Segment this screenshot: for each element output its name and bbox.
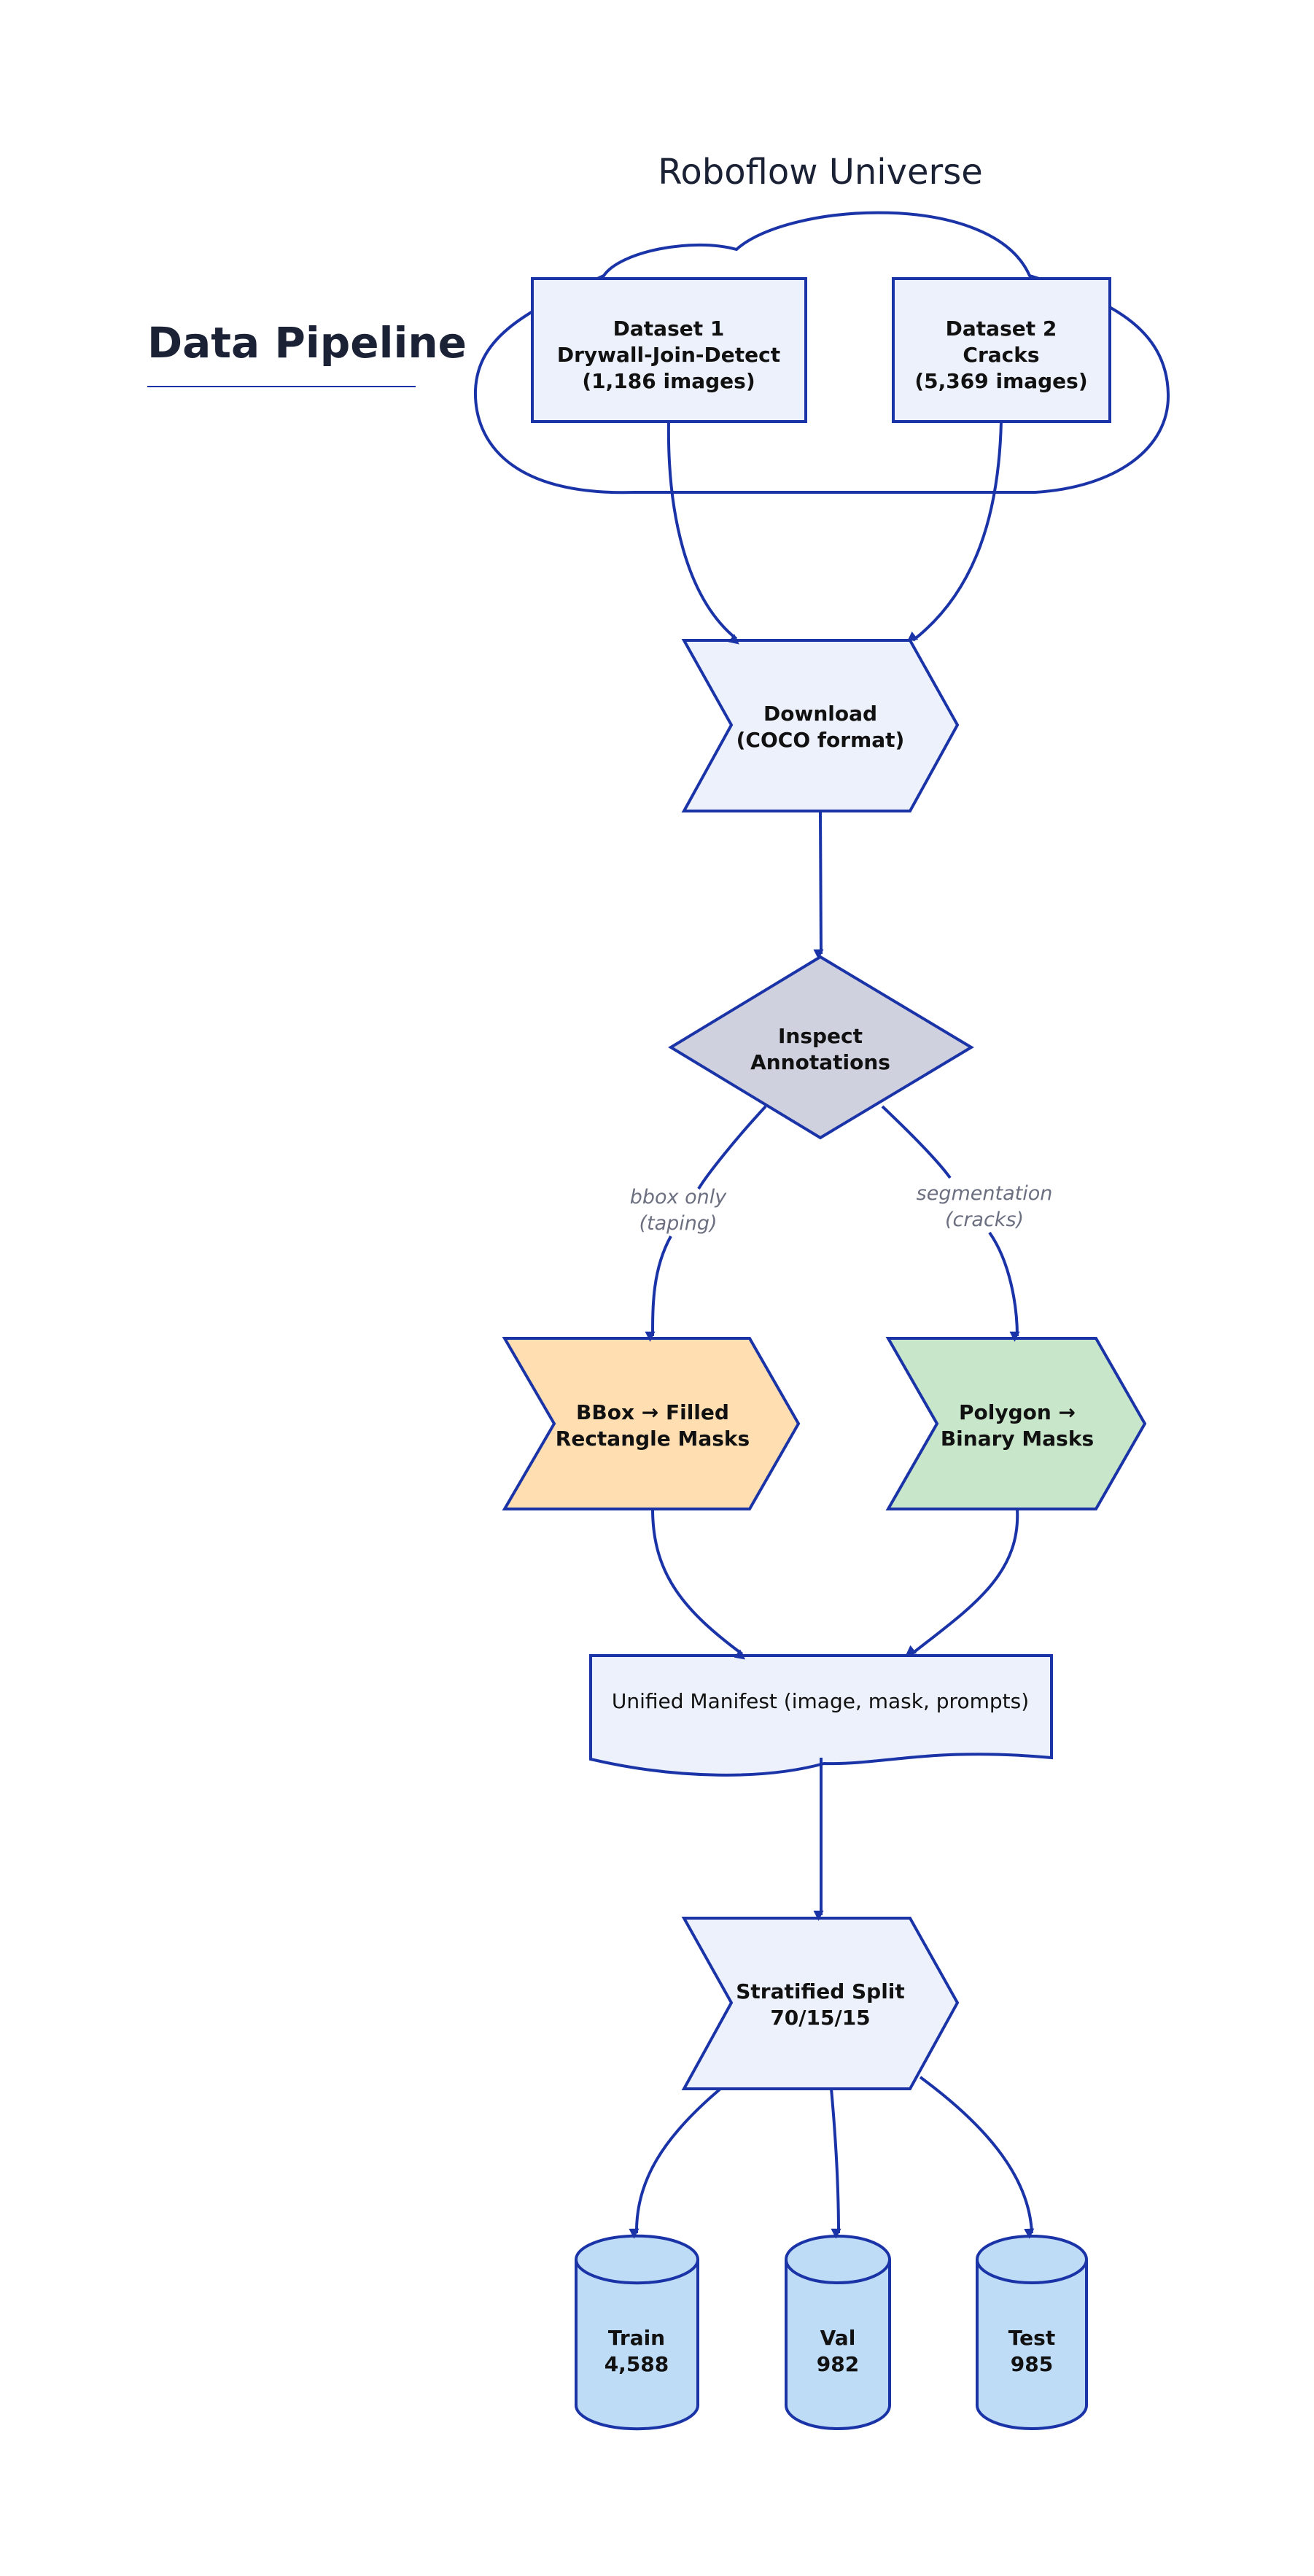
- download-line2: (COCO format): [736, 728, 905, 752]
- bbox-line2: Rectangle Masks: [556, 1427, 750, 1451]
- split-line1: Stratified Split: [736, 1979, 905, 2003]
- edge-dataset1-download: [666, 421, 739, 645]
- val-node: Val 982: [785, 2235, 891, 2430]
- cloud-group: Roboflow Universe: [473, 152, 1170, 494]
- train-node: Train 4,588: [575, 2234, 699, 2431]
- test-label: Test: [1008, 2326, 1055, 2350]
- manifest-label: Unified Manifest (image, mask, prompts): [612, 1689, 1029, 1713]
- val-count: 982: [817, 2352, 859, 2376]
- dataset2-name: Cracks: [963, 343, 1039, 367]
- edge-label-bbox-line2: (taping): [639, 1212, 717, 1235]
- cloud-shape: [473, 211, 1170, 494]
- inspect-line1: Inspect: [778, 1024, 863, 1048]
- edge-label-seg-line2: (cracks): [945, 1209, 1024, 1231]
- test-count: 985: [1011, 2352, 1053, 2376]
- edge-download-inspect: [813, 810, 824, 960]
- edge-split-train: [629, 2087, 722, 2239]
- val-label: Val: [820, 2326, 856, 2350]
- edge-split-test: [919, 2076, 1035, 2239]
- polygon-line1: Polygon →: [959, 1400, 1076, 1424]
- edge-inspect-polygon: [881, 1105, 1017, 1336]
- cloud-label: Roboflow Universe: [658, 152, 983, 193]
- train-count: 4,588: [604, 2352, 669, 2376]
- edge-polygon-manifest: [905, 1508, 1019, 1656]
- edge-dataset2-download: [906, 421, 1003, 642]
- inspect-line2: Annotations: [750, 1050, 890, 1074]
- test-node: Test 985: [976, 2235, 1088, 2430]
- train-label: Train: [608, 2326, 665, 2350]
- edge-label-seg-line1: segmentation: [917, 1182, 1053, 1205]
- split-node: Stratified Split 70/15/15: [681, 1917, 960, 2090]
- polygon-node: Polygon → Binary Masks: [885, 1337, 1147, 1510]
- edge-bbox-manifest: [651, 1508, 746, 1660]
- dataset1-title: Dataset 1: [613, 317, 725, 341]
- page-title: Data Pipeline: [147, 318, 467, 368]
- manifest-node: Unified Manifest (image, mask, prompts): [589, 1654, 1053, 1777]
- polygon-line2: Binary Masks: [941, 1427, 1094, 1451]
- download-node: Download (COCO format): [681, 639, 960, 812]
- dataset1-count: (1,186 images): [582, 369, 755, 393]
- bbox-line1: BBox → Filled: [576, 1400, 729, 1424]
- edge-label-bbox-line1: bbox only: [630, 1186, 727, 1209]
- edge-inspect-bbox: [653, 1105, 767, 1336]
- bbox-node: BBox → Filled Rectangle Masks: [502, 1337, 801, 1510]
- dataset1-name: Drywall-Join-Detect: [557, 343, 780, 367]
- inspect-node: Inspect Annotations: [668, 955, 974, 1140]
- split-line2: 70/15/15: [770, 2006, 870, 2030]
- download-line1: Download: [763, 702, 877, 726]
- dataset1-node: Dataset 1 Drywall-Join-Detect (1,186 ima…: [531, 277, 807, 423]
- dataset2-title: Dataset 2: [946, 317, 1057, 341]
- dataset2-node: Dataset 2 Cracks (5,369 images): [892, 277, 1111, 423]
- dataset2-count: (5,369 images): [914, 369, 1087, 393]
- edge-split-val: [830, 2088, 841, 2239]
